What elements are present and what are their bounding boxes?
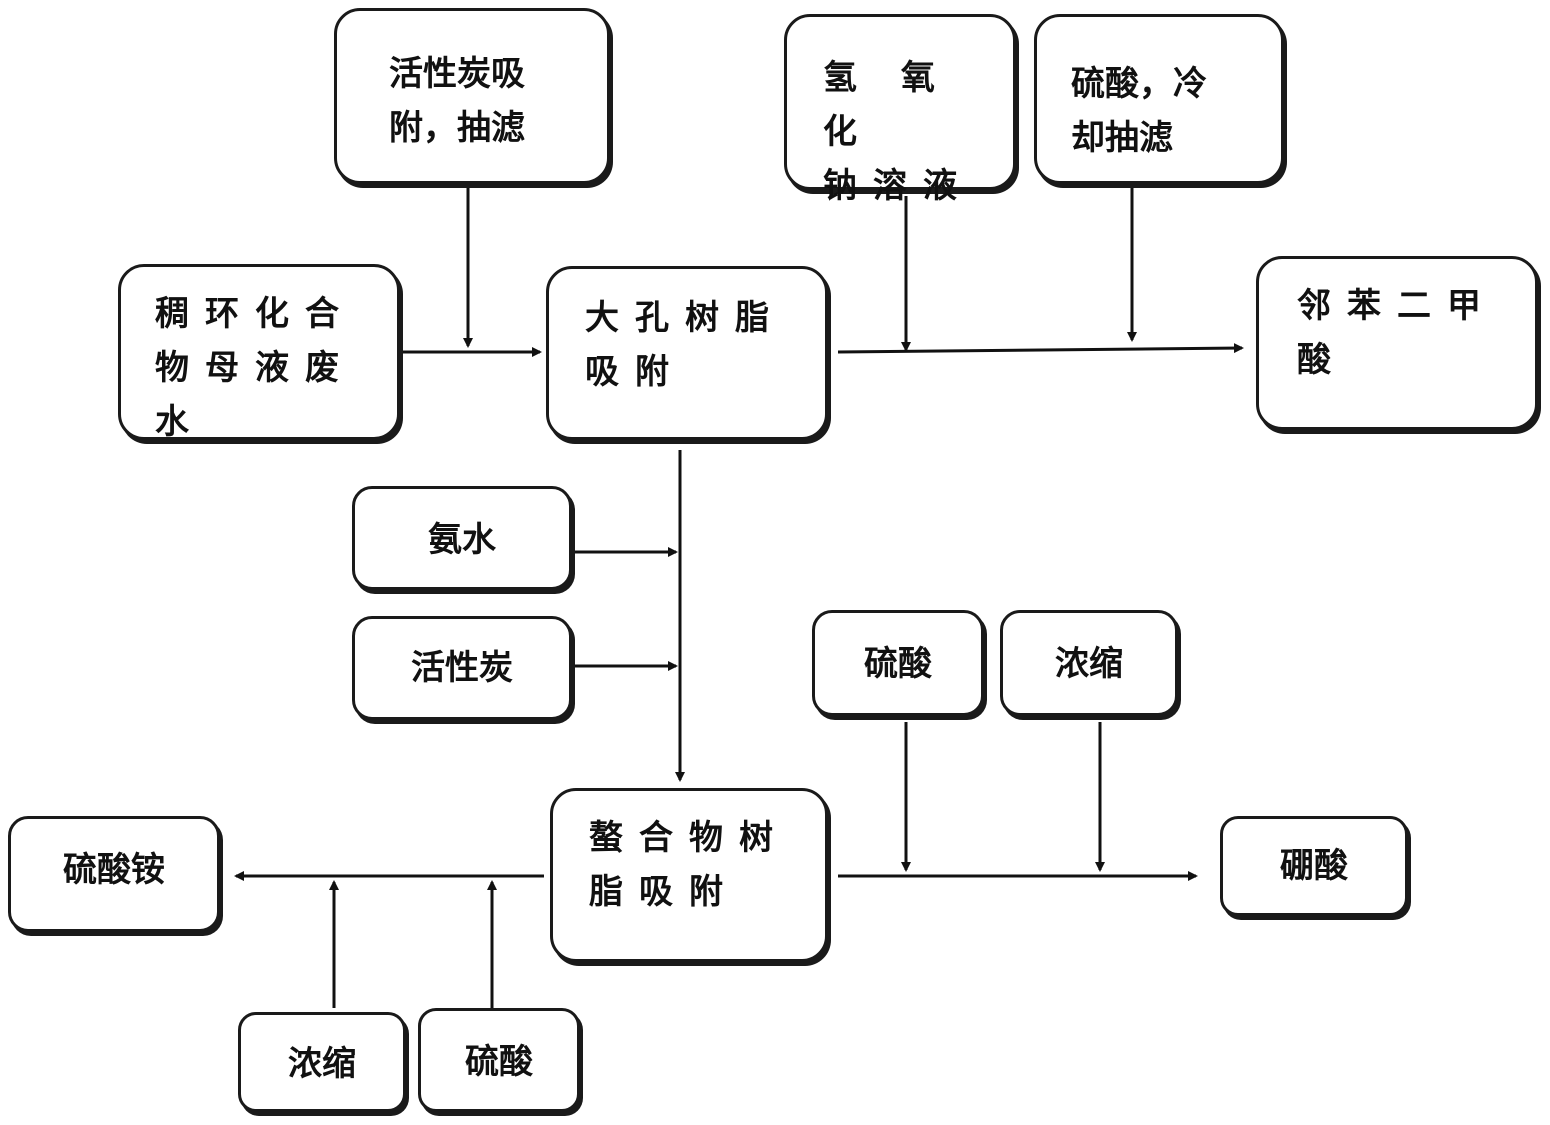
arrow-resin-to-phthalic (837, 343, 1244, 354)
node-sulfuric-acid-bottom: 硫酸 (418, 1008, 580, 1112)
node-label: 氨水 (428, 520, 496, 560)
node-concentrate-top: 浓缩 (1000, 610, 1178, 716)
node-sulfuric-cool-filter: 硫酸，冷 却抽滤 (1034, 14, 1284, 184)
node-label: 硼酸 (1280, 846, 1348, 886)
node-concentrate-bottom: 浓缩 (238, 1012, 406, 1112)
node-label: 硫酸 (465, 1042, 533, 1082)
node-chelating-resin: 螯合物树 脂吸附 (550, 788, 828, 962)
node-activated-carbon: 活性炭 (352, 616, 572, 720)
node-label: 硫酸铵 (63, 850, 165, 890)
node-label: 浓缩 (1055, 644, 1123, 684)
node-label: 硫酸，冷 却抽滤 (1071, 64, 1207, 158)
node-macroporous-resin: 大孔树脂 吸附 (546, 266, 828, 440)
node-label: 氢 氧 化 钠溶液 (823, 58, 973, 206)
node-phthalic-acid: 邻苯二甲 酸 (1256, 256, 1538, 430)
node-ammonia-water: 氨水 (352, 486, 572, 590)
node-label: 活性炭吸 附，抽滤 (389, 54, 525, 148)
node-mother-liquor-wastewater: 稠环化合 物母液废 水 (118, 264, 400, 442)
node-label: 邻苯二甲 酸 (1297, 286, 1497, 380)
node-label: 活性炭 (411, 648, 513, 688)
node-label: 硫酸 (864, 644, 932, 684)
node-naoh-solution: 氢 氧 化 钠溶液 (784, 14, 1016, 206)
node-sulfuric-acid-top: 硫酸 (812, 610, 984, 716)
node-ammonium-sulfate: 硫酸铵 (8, 816, 220, 932)
node-activated-carbon-filter: 活性炭吸 附，抽滤 (334, 8, 610, 184)
node-boric-acid: 硼酸 (1220, 816, 1408, 916)
node-label: 稠环化合 物母液废 水 (155, 294, 355, 442)
node-label: 浓缩 (288, 1044, 356, 1084)
node-label: 螯合物树 脂吸附 (589, 818, 789, 912)
node-label: 大孔树脂 吸附 (585, 298, 785, 392)
